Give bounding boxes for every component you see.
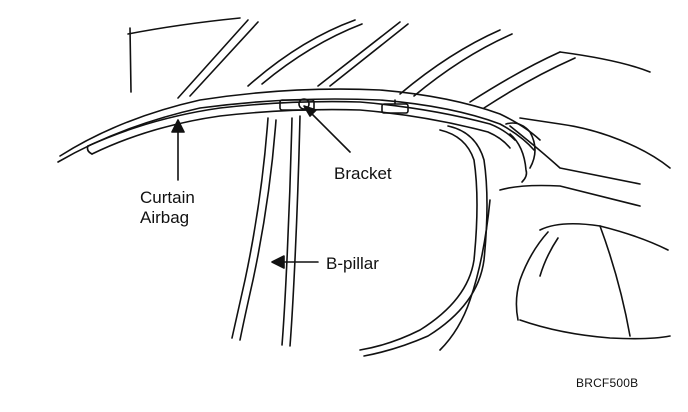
windshield-frame [127, 17, 651, 109]
roof-rail [57, 88, 541, 163]
rear-window-frame [359, 122, 536, 357]
curtain-airbag-arrowhead [171, 119, 185, 133]
label-bracket: Bracket [334, 164, 392, 183]
figure-code: BRCF500B [576, 376, 639, 390]
bracket-shape [279, 98, 409, 114]
curtain-airbag-tube [86, 100, 516, 155]
bracket-arrow [307, 109, 351, 153]
callout-arrows [171, 105, 351, 269]
bracket-arrowhead [303, 105, 317, 117]
label-curtain-airbag: Curtain Airbag [140, 188, 195, 228]
label-curtain-airbag-line2: Airbag [140, 208, 190, 227]
b-pillar-arrowhead [271, 255, 285, 269]
label-b-pillar: B-pillar [326, 254, 379, 273]
rear-quarter-body [439, 117, 671, 351]
label-curtain-airbag-line1: Curtain [140, 188, 195, 207]
b-pillar-shape [231, 115, 301, 347]
